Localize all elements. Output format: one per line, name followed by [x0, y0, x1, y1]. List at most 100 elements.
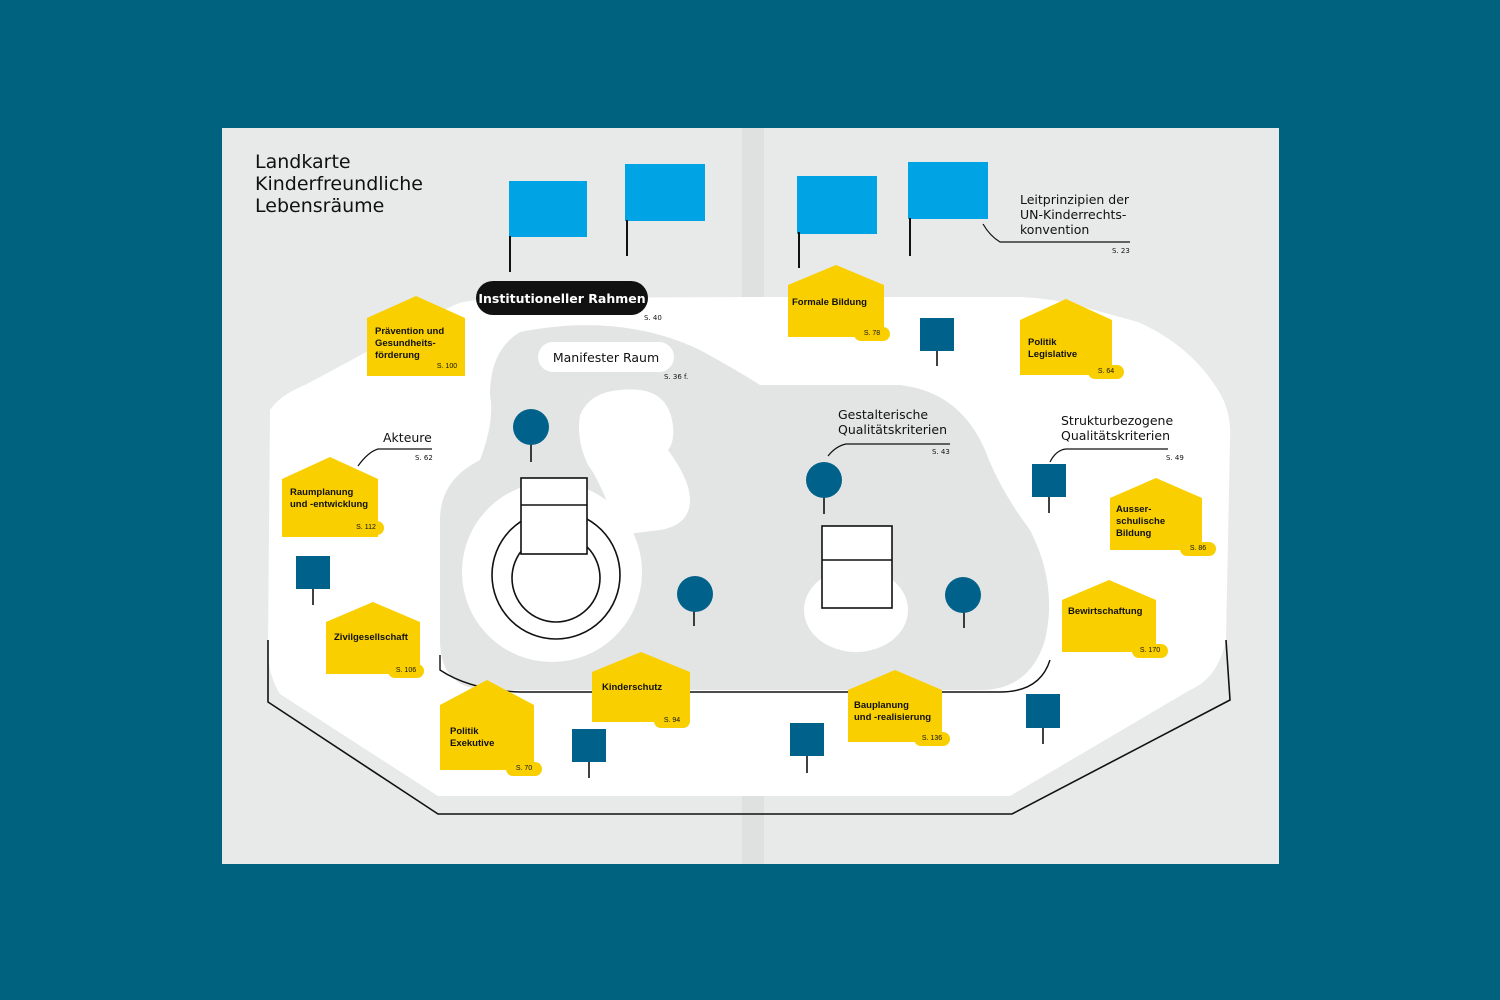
tree-2	[677, 576, 713, 626]
akteure-label: Akteure	[383, 430, 432, 445]
flag-3	[797, 176, 877, 268]
house-label: Bewirtschaftung	[1068, 606, 1142, 618]
manifest-baseline	[439, 655, 1051, 693]
house-label-line: und -realisierung	[854, 712, 932, 723]
principles-line: UN-Kinderrechts-	[1020, 207, 1127, 222]
title-line: Kinderfreundliche	[255, 173, 423, 195]
gestalterisch-line: Qualitätskriterien	[838, 422, 948, 437]
strukturbezogen-label: Strukturbezogene Qualitätskriterien	[1061, 413, 1173, 443]
house-label-line: Kinderschutz	[602, 682, 663, 693]
house-shape	[592, 652, 690, 722]
house-shape	[1062, 580, 1156, 652]
house-page-badge: S. 100	[429, 360, 465, 374]
house-label-line: Prävention und	[375, 326, 445, 337]
house-3: Zivilgesellschaft S. 106	[326, 602, 424, 688]
principles-page: S. 23	[1112, 247, 1130, 255]
sign-4	[572, 729, 606, 778]
leader-akteure	[357, 448, 432, 467]
house-label-line: förderung	[375, 350, 420, 361]
house-label-line: Formale Bildung	[792, 297, 867, 308]
sign-2	[1032, 464, 1066, 513]
leader-gestalterisch	[827, 443, 950, 457]
title-line: Landkarte	[255, 151, 351, 173]
tree-4	[945, 577, 981, 628]
house-page-badge: S. 136	[914, 732, 950, 746]
house-9: Bewirtschaftung S. 170	[1062, 580, 1168, 666]
house-5: Kinderschutz S. 94	[592, 652, 690, 736]
loop-path	[579, 389, 690, 535]
house-shape	[440, 680, 534, 770]
house-label-line: Bewirtschaftung	[1068, 606, 1143, 617]
strukturbezogen-line: Qualitätskriterien	[1061, 428, 1171, 443]
flag-1	[509, 181, 587, 272]
tree-1	[513, 409, 549, 462]
house-label-line: Politik	[450, 726, 479, 737]
house-label: Zivilgesellschaft	[334, 632, 408, 644]
house-label-line: Legislative	[1028, 349, 1078, 360]
house-page-badge: S. 106	[388, 664, 424, 678]
house-label-line: Politik	[1028, 337, 1057, 348]
leader-strukturbezogen	[1049, 448, 1168, 463]
gestalterisch-label: Gestalterische Qualitätskriterien	[838, 407, 947, 437]
gestalterisch-line: Gestalterische	[838, 407, 929, 422]
house-page-badge: S. 70	[506, 762, 542, 776]
sign-1	[920, 318, 954, 366]
house-shape	[1020, 299, 1112, 375]
house-label-line: Bauplanung	[854, 700, 909, 711]
house-shape	[367, 296, 465, 376]
institutional-page: S. 40	[644, 314, 662, 322]
strukturbezogen-line: Strukturbezogene	[1061, 413, 1174, 428]
gestalterisch-page: S. 43	[932, 448, 950, 456]
principles-label: Leitprinzipien der UN-Kinderrechts- konv…	[1020, 192, 1129, 237]
table-left	[520, 477, 588, 555]
house-page-badge: S. 94	[654, 714, 690, 728]
house-label-line: Gesundheits-	[375, 338, 436, 349]
house-label-line: Zivilgesellschaft	[334, 632, 408, 643]
house-label-line: Bildung	[1116, 528, 1152, 539]
house-shape	[1110, 478, 1202, 550]
house-label: Formale Bildung	[792, 297, 867, 309]
house-page-badge: S. 86	[1180, 542, 1216, 556]
leader-principles	[982, 223, 1130, 243]
principles-line: Leitprinzipien der	[1020, 192, 1130, 207]
sign-3	[296, 556, 330, 605]
house-page-badge: S. 112	[348, 521, 384, 535]
strukturbezogen-page: S. 49	[1166, 454, 1184, 462]
house-page-badge: S. 170	[1132, 644, 1168, 658]
house-label: Kinderschutz	[602, 682, 662, 694]
flag-4	[908, 162, 988, 256]
page-title: Landkarte Kinderfreundliche Lebensräume	[255, 151, 423, 217]
house-label-line: Exekutive	[450, 738, 495, 749]
house-label-line: Ausser-	[1116, 504, 1152, 515]
house-page-badge: S. 78	[854, 327, 890, 341]
sign-6	[1026, 694, 1060, 744]
principles-line: konvention	[1020, 222, 1090, 237]
tree-3	[806, 462, 842, 514]
manifest-label: Manifester Raum	[538, 342, 674, 372]
house-label-line: schulische	[1116, 516, 1166, 527]
house-label-line: Raumplanung	[290, 487, 354, 498]
house-shape	[788, 265, 884, 337]
title-line: Lebensräume	[255, 195, 385, 217]
manifest-page: S. 36 f.	[664, 373, 689, 381]
flag-2	[625, 164, 705, 256]
house-shape	[848, 670, 942, 742]
house-label-line: und -entwicklung	[290, 499, 369, 510]
house-shape	[282, 457, 378, 537]
institutional-label: Institutioneller Rahmen	[476, 281, 648, 315]
house-page-badge: S. 64	[1088, 365, 1124, 379]
table-right	[821, 525, 893, 609]
island-outline	[267, 639, 1231, 815]
